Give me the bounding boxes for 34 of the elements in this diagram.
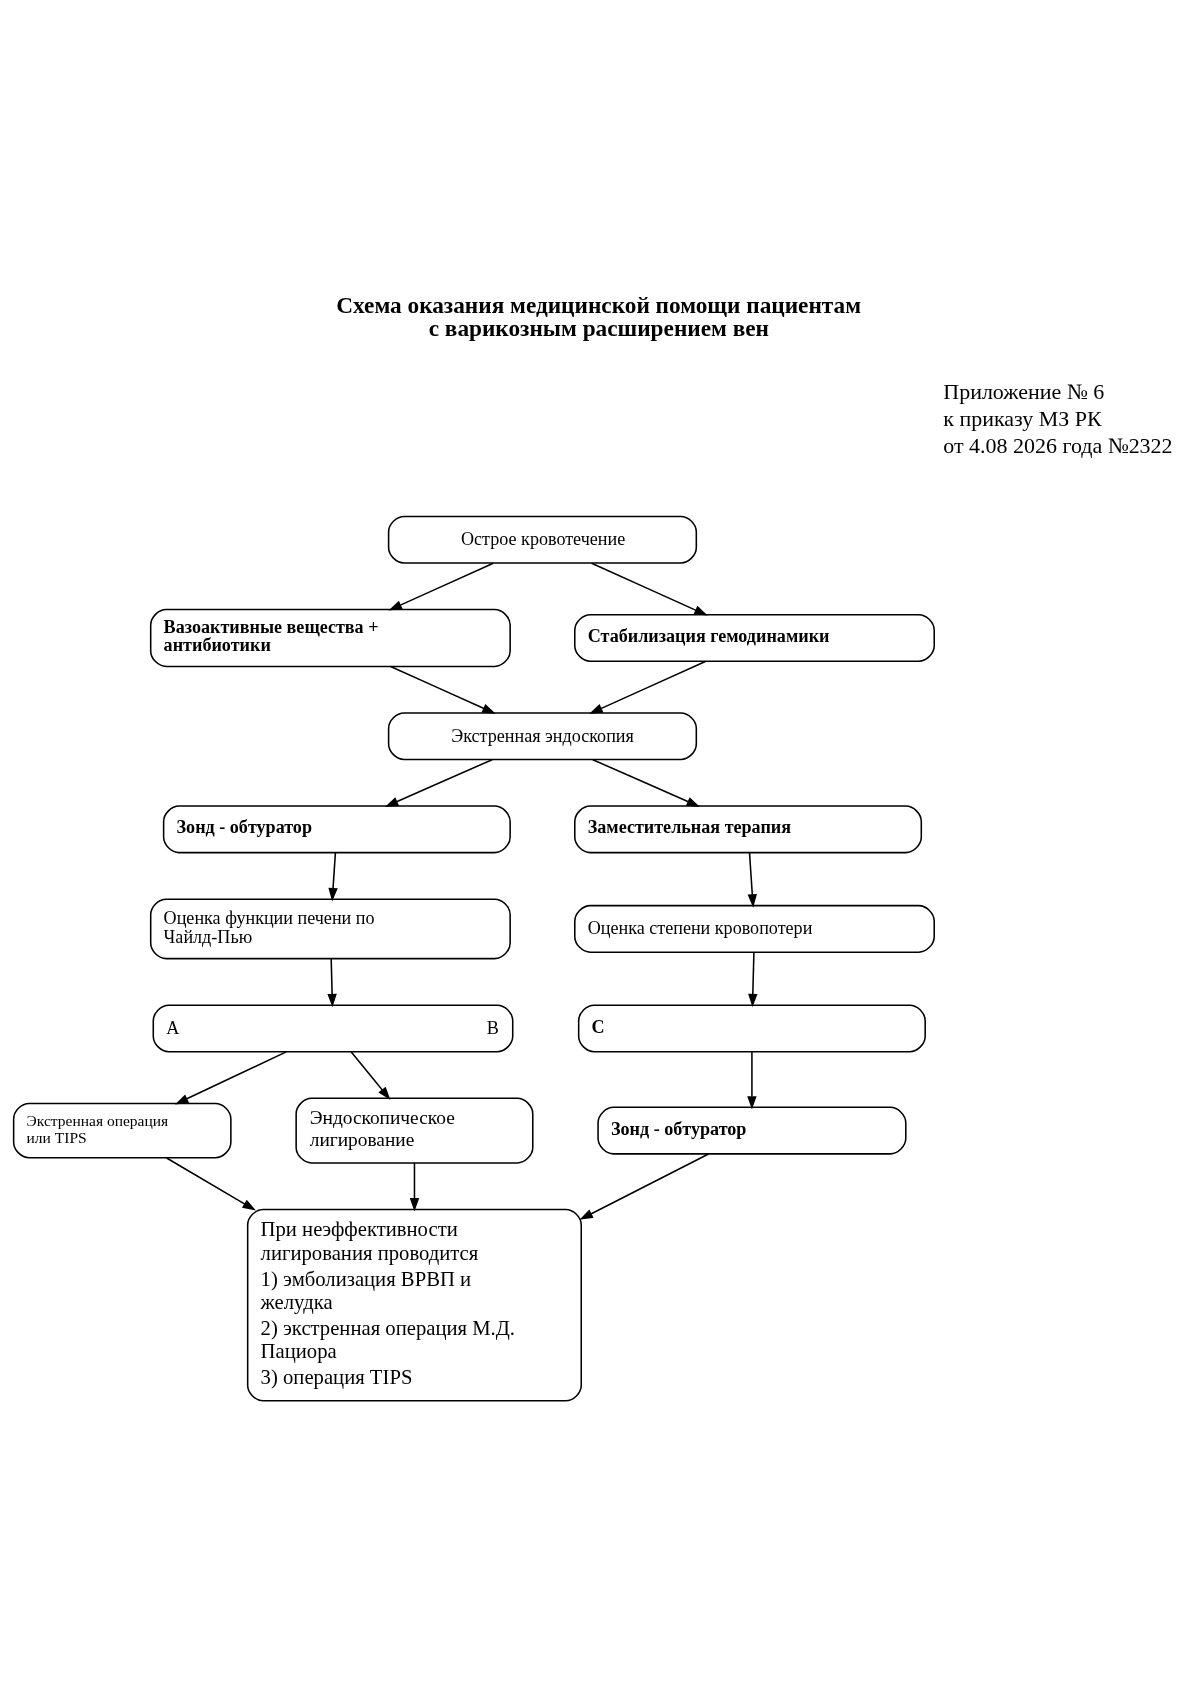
- arrow: [579, 1153, 710, 1220]
- arrow: [747, 1051, 757, 1110]
- arrow: [165, 1157, 256, 1211]
- arrow: [350, 1051, 391, 1101]
- node-box: Зонд - обтуратор: [162, 805, 511, 854]
- arrow: [384, 758, 493, 807]
- node-box: При неэффективности лигирования проводится 1) эмболизация ВРВП и желудка 2) экстренная операция М.Д. Пациора 3) операция TIPS: [246, 1208, 583, 1402]
- arrow: [747, 851, 757, 908]
- diagram-title: Схема оказания медицинской помощи пациентам с варикозным расширением вен: [336, 291, 862, 341]
- node-box: Экстренная эндоскопия: [387, 712, 698, 761]
- arrow: [388, 562, 495, 611]
- node-box: Эндоскопическое лигирование: [295, 1097, 534, 1164]
- node-box: Острое кровотечение: [387, 515, 698, 564]
- arrow: [389, 665, 496, 714]
- node-box: Оценка степени кровопотери: [574, 904, 935, 953]
- node-box: Заместительная терапия: [574, 805, 923, 854]
- node-box: Экстренная операция или TIPS: [12, 1102, 232, 1159]
- arrow: [592, 758, 701, 807]
- arrow: [328, 851, 338, 902]
- arrow: [590, 562, 708, 616]
- label: от 4.08 2026 года №2322: [943, 433, 1173, 459]
- arrow: [175, 1051, 287, 1105]
- node-box: Вазоактивные вещества + антибиотики: [149, 608, 511, 668]
- node-box: A B: [152, 1004, 514, 1053]
- arrow: [589, 660, 707, 714]
- node-box: C: [577, 1004, 926, 1053]
- node-box: Оценка функции печени по Чайлд-Пью: [149, 898, 511, 960]
- node-box: Стабилизация гемодинамики: [574, 613, 935, 663]
- arrow: [748, 951, 758, 1008]
- label: Приложение № 6: [943, 378, 1105, 404]
- arrow: [409, 1162, 420, 1212]
- node-box: Зонд - обтуратор: [597, 1106, 907, 1155]
- label: к приказу МЗ РК: [943, 406, 1102, 432]
- arrow: [327, 958, 337, 1008]
